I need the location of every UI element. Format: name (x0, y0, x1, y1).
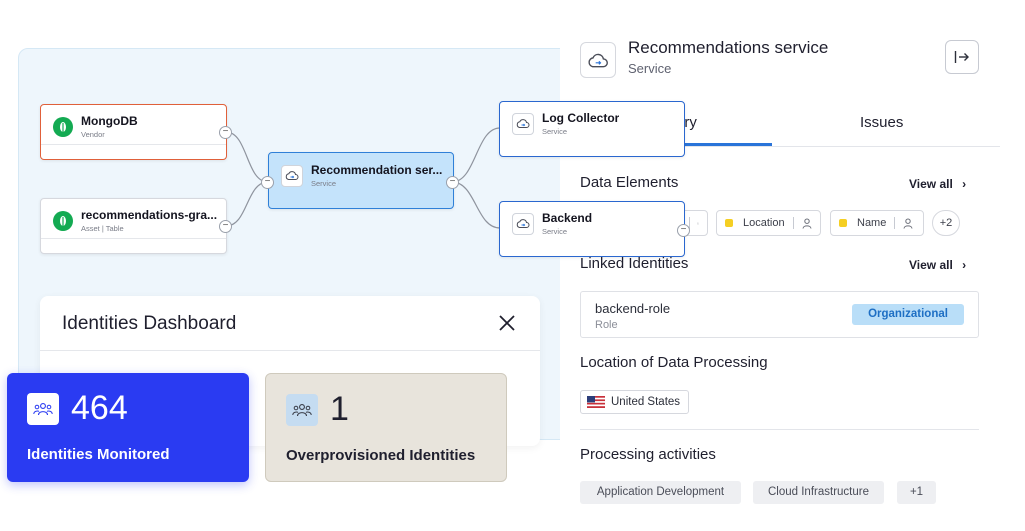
chip-marker (725, 219, 733, 227)
activity-chip: Application Development (580, 481, 741, 504)
country-label: United States (611, 396, 681, 408)
identities-monitored-card[interactable]: 464 Identities Monitored (7, 373, 249, 482)
country-chip: United States (580, 390, 690, 414)
person-icon (903, 218, 913, 229)
tab-active-indicator (680, 143, 772, 146)
tab-issues[interactable]: Issues (860, 114, 904, 131)
exit-arrow-icon (954, 51, 969, 63)
mongodb-leaf-icon (53, 116, 73, 137)
people-group-icon (27, 393, 59, 425)
tabs-divider (560, 146, 1000, 147)
dashboard-title: Identities Dashboard (62, 313, 237, 334)
person-icon (802, 218, 812, 229)
linked-identities-view-all-link[interactable]: View all › (909, 258, 966, 272)
collapse-recommendation-service-right-button[interactable]: − (446, 176, 459, 189)
people-group-icon (286, 394, 318, 426)
data-element-chip-name[interactable]: Name (830, 210, 924, 236)
identities-monitored-label: Identities Monitored (27, 446, 170, 463)
panel-subtitle: Service (628, 61, 672, 76)
node-title: Log Collector (542, 111, 620, 125)
cloud-sync-icon (580, 42, 616, 78)
overprovisioned-identities-value: 1 (330, 390, 349, 428)
collapse-recommendation-service-left-button[interactable]: − (261, 176, 274, 189)
node-title: MongoDB (81, 114, 138, 128)
node-subtitle: Vendor (81, 130, 105, 139)
chip-separator (792, 217, 794, 229)
panel-title: Recommendations service (628, 38, 829, 57)
cloud-sync-icon (512, 112, 534, 135)
node-recommendation-service[interactable]: Recommendation ser... Service (268, 152, 454, 209)
node-title: Backend (542, 211, 593, 225)
data-element-chip-location[interactable]: Location (716, 210, 821, 236)
dashboard-divider (40, 350, 540, 351)
cloud-sync-icon (512, 212, 534, 235)
node-log-collector[interactable]: Log Collector Service (499, 101, 685, 157)
location-heading: Location of Data Processing (580, 354, 768, 371)
identity-type-badge: Organizational (852, 304, 964, 325)
mongodb-leaf-icon (53, 210, 73, 231)
node-title: recommendations-gra... (81, 208, 218, 222)
overprovisioned-identities-label: Overprovisioned Identities (286, 447, 476, 464)
view-all-label: View all (909, 258, 953, 272)
close-icon[interactable] (498, 314, 516, 332)
person-icon (697, 222, 699, 224)
data-elements-heading: Data Elements (580, 174, 679, 191)
node-subtitle: Service (311, 179, 337, 188)
node-divider (41, 238, 226, 239)
node-subtitle: Asset | Table (81, 224, 124, 233)
node-title: Recommendation ser... (311, 163, 443, 177)
data-elements-more-chip[interactable]: +2 (932, 210, 960, 236)
node-recommendations-graph[interactable]: recommendations-gra... Asset | Table (40, 198, 227, 254)
linked-identities-heading: Linked Identities (580, 255, 689, 272)
node-subtitle: Service (542, 227, 568, 236)
chip-label: Name (857, 217, 887, 229)
activity-more-chip[interactable]: +1 (897, 481, 936, 504)
data-elements-view-all-link[interactable]: View all › (909, 177, 966, 191)
chip-label: Location (743, 217, 785, 229)
node-mongodb[interactable]: MongoDB Vendor (40, 104, 227, 160)
chip-separator (894, 217, 896, 229)
identity-row[interactable]: backend-role Role Organizational (580, 291, 979, 338)
section-divider (580, 429, 979, 430)
collapse-recommendations-graph-button[interactable]: − (219, 220, 232, 233)
collapse-mongodb-button[interactable]: − (219, 126, 232, 139)
us-flag-icon (587, 396, 605, 408)
identity-role: Role (595, 319, 618, 331)
chevron-right-icon: › (962, 258, 967, 272)
node-backend[interactable]: Backend Service (499, 201, 685, 257)
activity-chip: Cloud Infrastructure (753, 481, 884, 504)
details-panel: Recommendations service Service ary Issu… (560, 22, 1000, 531)
identities-monitored-value: 464 (71, 389, 128, 427)
node-subtitle: Service (542, 127, 568, 136)
overprovisioned-identities-card[interactable]: 1 Overprovisioned Identities (265, 373, 507, 482)
collapse-backend-button[interactable]: − (677, 224, 690, 237)
identity-name: backend-role (595, 301, 671, 316)
view-all-label: View all (909, 177, 953, 191)
chip-marker (839, 219, 847, 227)
chevron-right-icon: › (962, 177, 967, 191)
processing-heading: Processing activities (580, 446, 716, 463)
cloud-sync-icon (281, 164, 303, 187)
close-panel-button[interactable] (945, 40, 979, 74)
node-divider (41, 144, 226, 145)
